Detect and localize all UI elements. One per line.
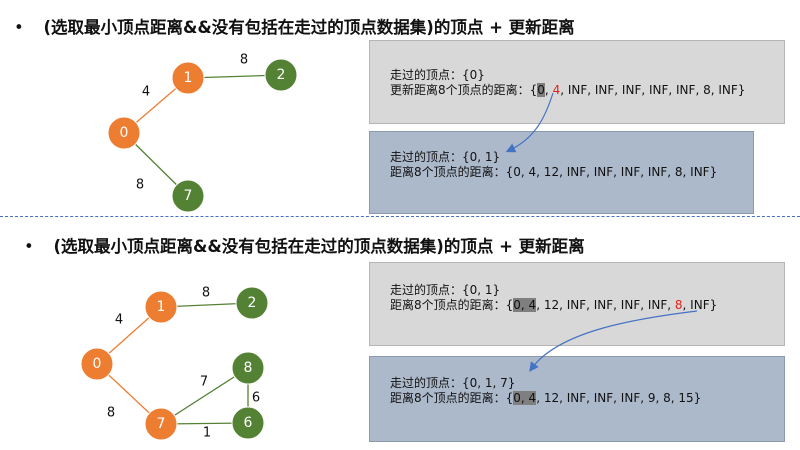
distance-text: , INF, INF, INF, INF, INF, 8, INF} bbox=[560, 83, 746, 97]
node-0 bbox=[80, 347, 114, 381]
node-label-6: 6 bbox=[244, 415, 253, 431]
transition-arrow-2 bbox=[529, 310, 698, 372]
distance-prefix: 距离8个顶点的距离：{ bbox=[390, 165, 514, 179]
edge-weight-7-6: 1 bbox=[203, 426, 211, 441]
section-2-after-box: 走过的顶点：{0, 1, 7} 距离8个顶点的距离：{0, 4, 12, INF… bbox=[369, 356, 785, 442]
edge-weight-7-8: 7 bbox=[200, 375, 208, 390]
visited-line: 走过的顶点：{0, 1} bbox=[390, 283, 501, 297]
edge-weight-1-2: 8 bbox=[240, 53, 248, 68]
bullet: • bbox=[24, 237, 34, 256]
edge-weight-0-1: 4 bbox=[142, 85, 150, 100]
updated-distance: 8 bbox=[674, 298, 683, 312]
node-label-2: 2 bbox=[248, 295, 257, 311]
updated-distance: 4 bbox=[552, 83, 561, 97]
node-2 bbox=[264, 58, 298, 92]
node-label-2: 2 bbox=[277, 67, 286, 83]
section-2-graph: 4 8 8 7 1 6 0 1 2 7 8 6 bbox=[80, 286, 269, 441]
bullet: • bbox=[14, 18, 24, 37]
visited-line: 走过的顶点：{0, 1, 7} bbox=[390, 376, 516, 390]
distance-line: 更新距离8个顶点的距离：{0, 4, INF, INF, INF, INF, I… bbox=[390, 83, 784, 98]
distance-values: 0, 4, 12, INF, INF, INF, INF, 8, INF} bbox=[513, 298, 717, 312]
distance-text: , INF} bbox=[682, 298, 718, 312]
highlighted-distance: 0, 4 bbox=[513, 391, 537, 405]
section-2-heading-text: (选取最小顶点距离&&没有包括在走过的顶点数据集)的顶点 + 更新距离 bbox=[53, 237, 585, 256]
visited-line: 走过的顶点：{0} bbox=[390, 68, 485, 82]
node-0 bbox=[107, 116, 141, 150]
edge-weight-0-7: 8 bbox=[136, 178, 144, 193]
distance-prefix: 距离8个顶点的距离：{ bbox=[390, 391, 514, 405]
edge-weight-8-6: 6 bbox=[252, 391, 260, 406]
visited-line: 走过的顶点：{0, 1} bbox=[390, 150, 501, 164]
edge-weight-0-7: 8 bbox=[107, 406, 115, 421]
section-divider bbox=[0, 216, 800, 217]
distance-text: , 12, INF, INF, INF, INF, bbox=[536, 298, 675, 312]
node-8 bbox=[231, 351, 265, 385]
highlighted-distance: 0 bbox=[537, 83, 545, 97]
highlighted-distance: 0, 4 bbox=[513, 298, 537, 312]
node-label-7: 7 bbox=[184, 188, 193, 204]
node-6 bbox=[231, 406, 265, 440]
node-7 bbox=[171, 179, 205, 213]
edge-weight-0-1: 4 bbox=[115, 313, 123, 328]
distance-line: 距离8个顶点的距离：{0, 4, 12, INF, INF, INF, 9, 8… bbox=[390, 391, 784, 406]
edge-weight-1-2: 8 bbox=[202, 286, 210, 301]
node-2 bbox=[235, 286, 269, 320]
node-1 bbox=[144, 290, 178, 324]
distance-line: 距离8个顶点的距离：{0, 4, 12, INF, INF, INF, INF,… bbox=[390, 298, 784, 313]
distance-values: 0, 4, 12, INF, INF, INF, INF, 8, INF} bbox=[513, 165, 717, 179]
node-label-1: 1 bbox=[157, 299, 166, 315]
transition-arrow-1 bbox=[505, 92, 554, 153]
section-1-graph: 4 8 8 0 1 2 7 bbox=[107, 53, 298, 213]
section-2-before-box: 走过的顶点：{0, 1} 距离8个顶点的距离：{0, 4, 12, INF, I… bbox=[369, 262, 785, 346]
node-1 bbox=[171, 61, 205, 95]
distance-text: , bbox=[544, 83, 553, 97]
node-label-8: 8 bbox=[244, 360, 253, 376]
section-1-after-box: 走过的顶点：{0, 1} 距离8个顶点的距离：{0, 4, 12, INF, I… bbox=[369, 131, 754, 214]
distance-prefix: 距离8个顶点的距离：{ bbox=[390, 298, 514, 312]
distance-values: 0, 4, 12, INF, INF, INF, 9, 8, 15} bbox=[513, 391, 701, 405]
section-1-before-box: 走过的顶点：{0} 更新距离8个顶点的距离：{0, 4, INF, INF, I… bbox=[369, 40, 785, 124]
edge-7-8 bbox=[160, 367, 249, 425]
section-1-heading-text: (选取最小顶点距离&&没有包括在走过的顶点数据集)的顶点 + 更新距离 bbox=[43, 18, 575, 37]
distance-values: 0, 4, INF, INF, INF, INF, INF, 8, INF} bbox=[537, 83, 745, 97]
node-label-0: 0 bbox=[93, 356, 102, 372]
section-2-heading: • (选取最小顶点距离&&没有包括在走过的顶点数据集)的顶点 + 更新距离 bbox=[24, 233, 585, 257]
node-label-0: 0 bbox=[120, 125, 129, 141]
node-label-1: 1 bbox=[184, 70, 193, 86]
node-7 bbox=[144, 407, 178, 441]
distance-text: 0, 4, 12, INF, INF, INF, INF, 8, INF} bbox=[513, 165, 718, 179]
distance-prefix: 更新距离8个顶点的距离：{ bbox=[390, 83, 538, 97]
distance-line: 距离8个顶点的距离：{0, 4, 12, INF, INF, INF, INF,… bbox=[390, 165, 753, 180]
node-label-7: 7 bbox=[157, 416, 166, 432]
distance-text: , 12, INF, INF, INF, 9, 8, 15} bbox=[536, 391, 702, 405]
section-1-heading: • (选取最小顶点距离&&没有包括在走过的顶点数据集)的顶点 + 更新距离 bbox=[14, 14, 575, 38]
